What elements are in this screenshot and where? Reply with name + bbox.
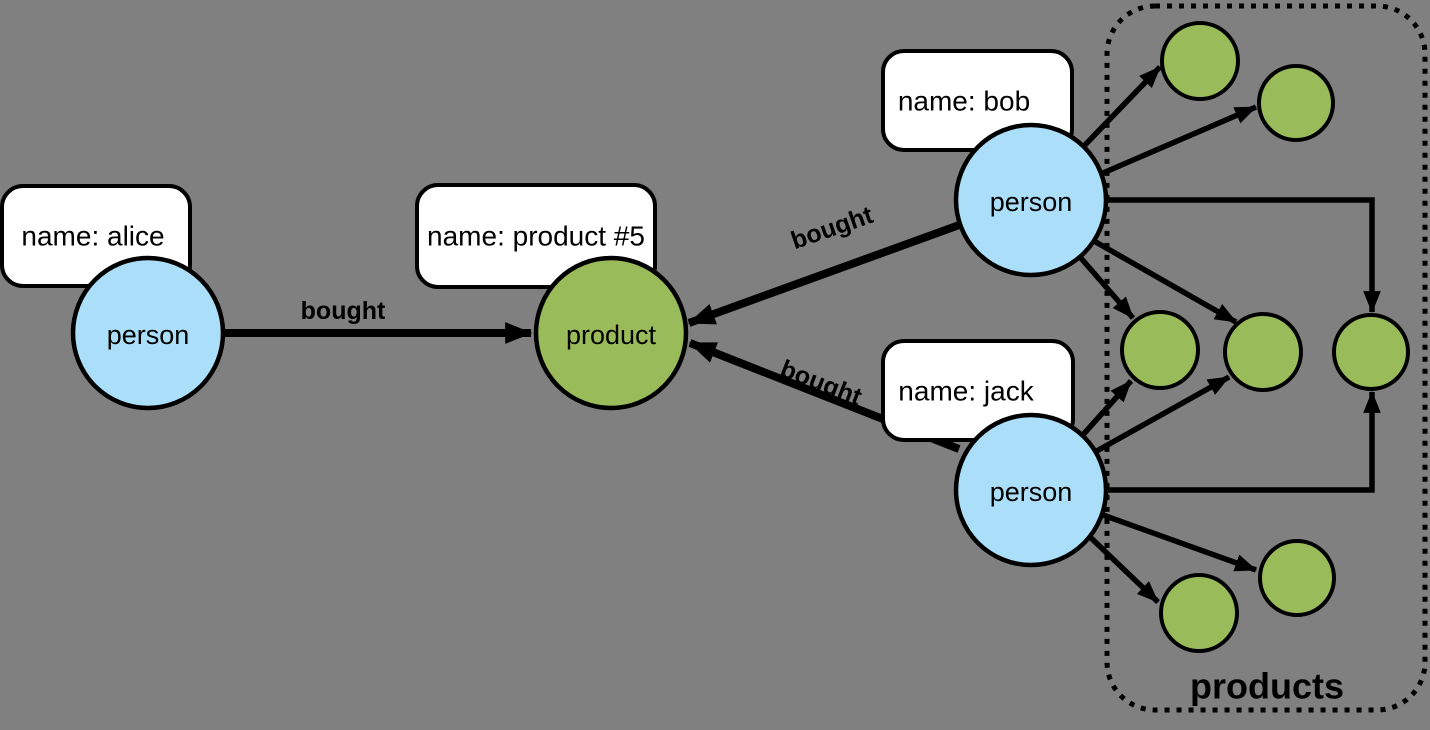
node-product5 [533,255,689,411]
edge-jack-product-3 [1078,379,1134,439]
property-text-alice: name: alice [21,221,164,252]
edge-bob-product-1 [1082,65,1162,148]
product-circle-3 [1120,310,1200,390]
property-text-jack: name: jack [898,376,1034,407]
edge-bob-bought [687,220,964,327]
product-circle-7 [1258,539,1336,617]
node-bob [953,122,1109,278]
edge-jack-product-5-elbow [1106,390,1381,493]
product-circle-6 [1159,573,1239,653]
property-text-product5: name: product #5 [427,221,645,252]
products-group-border [1104,3,1428,713]
product-circle-2 [1257,64,1335,142]
products-group-label: products [1190,666,1344,707]
node-jack [953,412,1109,568]
edge-bob-product-2 [1101,104,1258,176]
edge-bob-product-4 [1092,238,1238,325]
edge-label-bought-alice: bought [301,297,386,325]
node-product5-label: product [566,320,657,350]
node-jack-label: person [990,477,1073,507]
edge-jack-product-7 [1102,512,1258,573]
property-text-bob: name: bob [898,86,1030,117]
edge-bob-product-3 [1077,255,1136,320]
node-alice-label: person [107,320,190,350]
edge-jack-product-4 [1093,374,1231,455]
product-circle-5 [1332,313,1410,391]
node-bob-label: person [990,187,1073,217]
product-circle-4 [1223,312,1303,392]
product-circle-1 [1160,21,1240,101]
node-alice [70,255,226,411]
edge-bob-product-5-elbow [1106,197,1381,314]
edge-jack-product-6 [1088,535,1160,604]
